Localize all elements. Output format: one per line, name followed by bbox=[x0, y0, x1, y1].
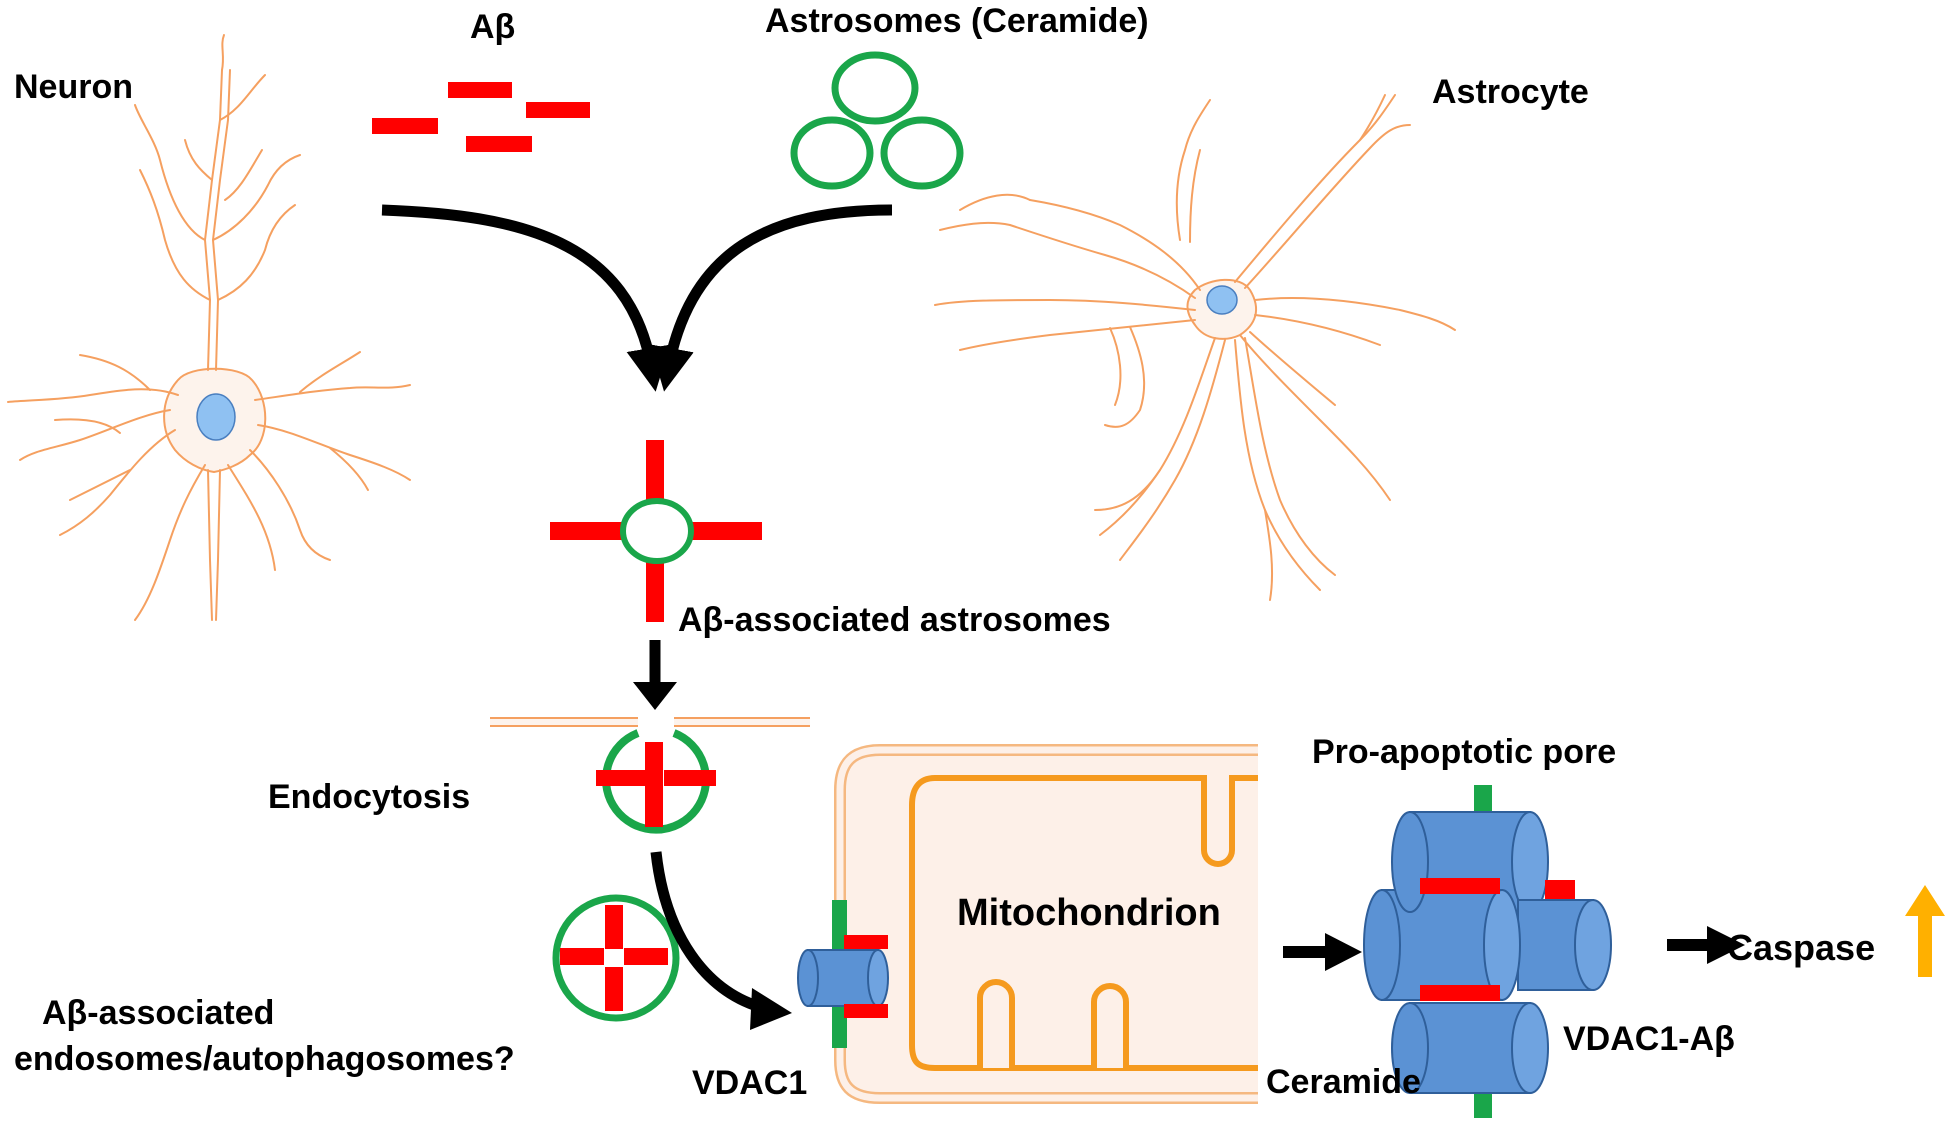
vdac1-channel bbox=[797, 900, 889, 1048]
vdac1-abeta-label: VDAC1-Aβ bbox=[1563, 1020, 1735, 1058]
mitochondrion bbox=[834, 740, 1266, 1110]
endosomes-label-line2: endosomes/autophagosomes? bbox=[14, 1040, 515, 1078]
abeta-peptides bbox=[372, 82, 590, 152]
astrosome-vesicle bbox=[790, 116, 874, 190]
abeta-peptide bbox=[466, 136, 532, 152]
endosomes-label-line1: Aβ-associated bbox=[42, 994, 274, 1032]
caspase-label: Caspase bbox=[1727, 927, 1875, 968]
mito-to-pore-arrow bbox=[1283, 933, 1362, 971]
mitochondrion-label: Mitochondrion bbox=[957, 892, 1221, 934]
abeta-peptide bbox=[448, 82, 512, 98]
neuron-nucleus bbox=[196, 393, 236, 441]
astrocyte-nucleus bbox=[1206, 285, 1238, 315]
abeta-label: Aβ bbox=[470, 8, 515, 46]
astrosome-vesicle bbox=[880, 116, 964, 190]
pro-apoptotic-pore-label: Pro-apoptotic pore bbox=[1312, 733, 1616, 771]
endocytosis-vesicle bbox=[490, 717, 810, 834]
endocytosis-to-vdac-arrow bbox=[650, 851, 792, 1030]
ceramide-label: Ceramide bbox=[1266, 1063, 1421, 1101]
vdac1-abeta-pore bbox=[1363, 785, 1612, 1118]
endosome-vesicle bbox=[552, 894, 680, 1022]
down-arrow bbox=[633, 640, 677, 710]
abeta-associated-astrosomes-label: Aβ-associated astrosomes bbox=[678, 601, 1111, 639]
astrosome-vesicle bbox=[831, 51, 919, 125]
abeta-associated-astrosome bbox=[550, 440, 762, 622]
astrosomes-label: Astrosomes (Ceramide) bbox=[765, 2, 1149, 40]
abeta-peptide bbox=[526, 102, 590, 118]
vdac1-label: VDAC1 bbox=[692, 1064, 807, 1102]
astrosome-to-complex-arrow bbox=[650, 204, 893, 392]
astrosomes bbox=[790, 51, 964, 190]
endocytosis-label: Endocytosis bbox=[268, 778, 470, 816]
abeta-peptide bbox=[372, 118, 438, 134]
up-arrow-icon bbox=[1905, 885, 1945, 977]
astrocyte-label: Astrocyte bbox=[1432, 73, 1589, 111]
converging-arrows bbox=[381, 204, 893, 392]
neuron-cell bbox=[7, 34, 411, 621]
neuron-label: Neuron bbox=[14, 68, 133, 106]
astrocyte-cell bbox=[934, 94, 1456, 601]
pore-to-caspase-arrow bbox=[1667, 926, 1745, 964]
abeta-to-complex-arrow bbox=[381, 204, 671, 392]
